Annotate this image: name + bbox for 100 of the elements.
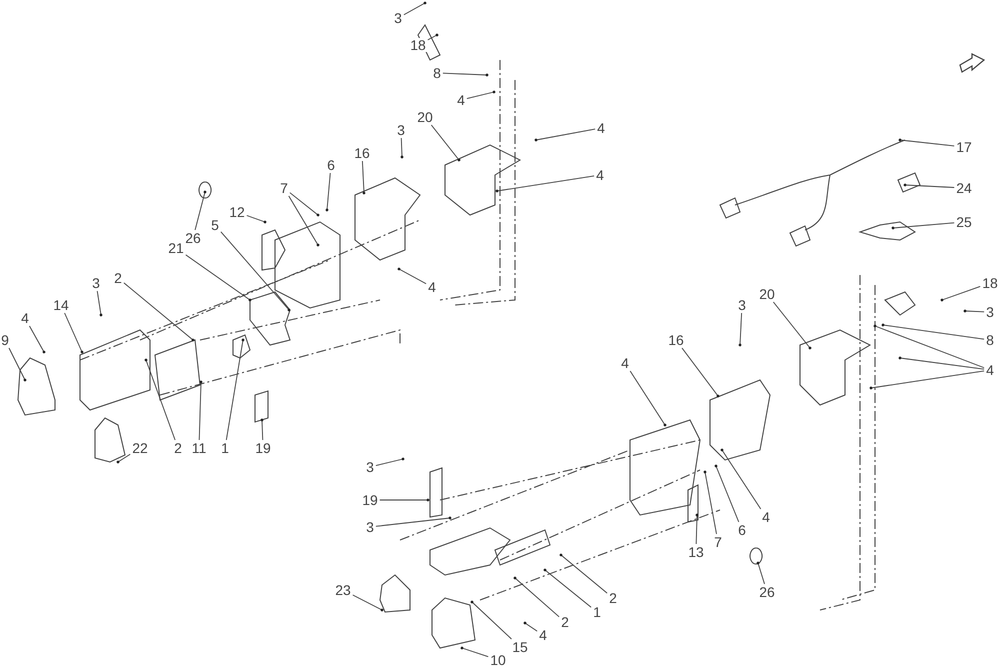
leader-line — [756, 562, 765, 584]
callout-number: 1 — [592, 605, 602, 619]
leader-line — [524, 622, 538, 632]
leader-line — [720, 448, 762, 510]
leader-line — [29, 326, 46, 354]
leader-line — [470, 600, 512, 640]
callout-number: 7 — [279, 181, 289, 195]
leader-line — [289, 192, 320, 216]
leader-line — [460, 646, 489, 658]
leader-line — [898, 356, 985, 370]
leader-line — [194, 190, 206, 230]
callout-number: 8 — [432, 66, 442, 80]
leader-line — [379, 498, 430, 502]
leader-line — [940, 286, 981, 302]
callout-number: 2 — [113, 271, 123, 285]
leader-line — [704, 470, 717, 534]
leader-line — [772, 302, 812, 350]
callout-number: 23 — [334, 583, 352, 597]
leader-line — [496, 175, 595, 192]
callout-number: 20 — [758, 287, 776, 301]
callout-number: 11 — [190, 441, 208, 455]
callout-number: 16 — [667, 333, 685, 347]
leader-line — [892, 222, 955, 230]
leader-line — [375, 458, 404, 466]
callout-number: 17 — [955, 140, 973, 154]
callout-number: 15 — [511, 640, 529, 654]
leader-line — [326, 172, 331, 212]
callout-number: 14 — [52, 298, 70, 312]
leader-line — [534, 128, 596, 142]
leader-line — [64, 312, 84, 354]
leader-line — [198, 380, 202, 440]
leader-line — [96, 290, 102, 316]
leader-line — [246, 215, 266, 224]
leader-line — [116, 454, 131, 464]
leader-line — [352, 594, 384, 612]
callout-number: 4 — [456, 93, 466, 107]
callout-number: 19 — [254, 441, 272, 455]
callout-number: 19 — [361, 493, 379, 507]
leader-line — [260, 418, 264, 440]
callout-number: 4 — [596, 121, 606, 135]
callout-number: 18 — [981, 276, 999, 290]
callout-number: 4 — [538, 628, 548, 642]
leader-line — [560, 554, 608, 594]
leader-line — [466, 90, 496, 100]
callout-number: 20 — [416, 110, 434, 124]
callout-number: 3 — [393, 11, 403, 25]
callout-number: 22 — [131, 441, 149, 455]
leader-line — [874, 324, 985, 368]
callout-number: 21 — [167, 241, 185, 255]
leader-line — [738, 312, 742, 346]
leader-line — [544, 568, 592, 608]
leader-line — [8, 348, 26, 382]
callout-number: 12 — [228, 205, 246, 219]
leader-line — [964, 310, 985, 312]
leader-line — [226, 338, 244, 440]
callout-number: 2 — [173, 441, 183, 455]
callout-number: 3 — [985, 305, 995, 319]
callout-number: 4 — [595, 168, 605, 182]
leader-line — [714, 464, 740, 522]
leader-line — [904, 184, 955, 188]
callout-number: 6 — [326, 158, 336, 172]
callout-number: 26 — [758, 585, 776, 599]
callout-number: 2 — [608, 591, 618, 605]
leader-line — [682, 348, 720, 398]
leader-line — [882, 324, 985, 340]
callout-number: 25 — [955, 215, 973, 229]
callout-number: 4 — [761, 510, 771, 524]
callout-number: 3 — [396, 123, 406, 137]
leader-line — [630, 370, 666, 426]
leader-line — [427, 34, 438, 40]
callout-number: 6 — [737, 523, 747, 537]
leader-line — [403, 2, 426, 16]
callout-number: 3 — [365, 520, 375, 534]
leader-line — [870, 370, 985, 390]
callout-number: 26 — [184, 231, 202, 245]
callout-number: 3 — [737, 298, 747, 312]
callout-number: 9 — [0, 333, 10, 347]
callout-number: 8 — [985, 333, 995, 347]
leader-line — [185, 254, 252, 302]
leader-line — [288, 196, 320, 246]
callout-number: 4 — [620, 356, 630, 370]
leader-line — [696, 514, 698, 544]
leader-line — [400, 138, 404, 158]
leader-line — [442, 72, 488, 76]
callout-number: 4 — [985, 363, 995, 377]
callout-number: 16 — [353, 146, 371, 160]
callout-number: 4 — [20, 311, 30, 325]
callout-number: 7 — [713, 535, 723, 549]
leader-line — [362, 160, 366, 194]
leader-line — [514, 576, 560, 618]
leader-line — [430, 124, 460, 162]
leader-line — [123, 282, 194, 342]
callout-number: 24 — [955, 181, 973, 195]
callout-number: 13 — [687, 545, 705, 559]
callout-number: 18 — [409, 38, 427, 52]
callout-number: 1 — [220, 441, 230, 455]
leader-line — [375, 516, 452, 527]
callout-number: 3 — [365, 460, 375, 474]
callout-number: 3 — [91, 276, 101, 290]
leader-line — [144, 358, 176, 440]
